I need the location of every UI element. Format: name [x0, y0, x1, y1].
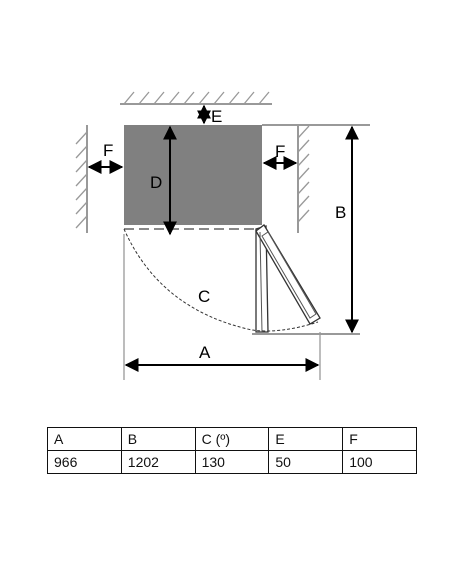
table-cell: 130	[194, 450, 270, 474]
table-header-cell: C (º)	[194, 427, 270, 451]
table-cell: 966	[47, 450, 122, 474]
right-wall	[297, 125, 310, 233]
label-f-right: F	[275, 142, 285, 161]
label-a: A	[199, 343, 211, 362]
label-f-left: F	[103, 141, 113, 160]
door-swing-arc	[123, 228, 319, 332]
fridge-clearance-diagram: E D F F B C A	[75, 91, 370, 380]
top-wall	[120, 91, 272, 105]
table-header-row: A B C (º) E F	[47, 427, 417, 451]
table-cell: 100	[342, 450, 417, 474]
open-door	[255, 224, 321, 333]
left-wall	[75, 125, 88, 233]
label-d: D	[150, 173, 162, 192]
table-header-cell: A	[47, 427, 122, 451]
table-header-cell: B	[120, 427, 196, 451]
table-row: 966 1202 130 50 100	[47, 450, 417, 474]
dimension-table: A B C (º) E F 966 1202 130 50 100	[47, 427, 417, 474]
label-b: B	[335, 203, 346, 222]
label-c: C	[198, 287, 210, 306]
table-cell: 1202	[120, 450, 196, 474]
table-header-cell: E	[268, 427, 344, 451]
table-header-cell: F	[342, 427, 417, 451]
label-e: E	[211, 107, 222, 126]
table-cell: 50	[268, 450, 344, 474]
appliance-body	[124, 125, 262, 225]
